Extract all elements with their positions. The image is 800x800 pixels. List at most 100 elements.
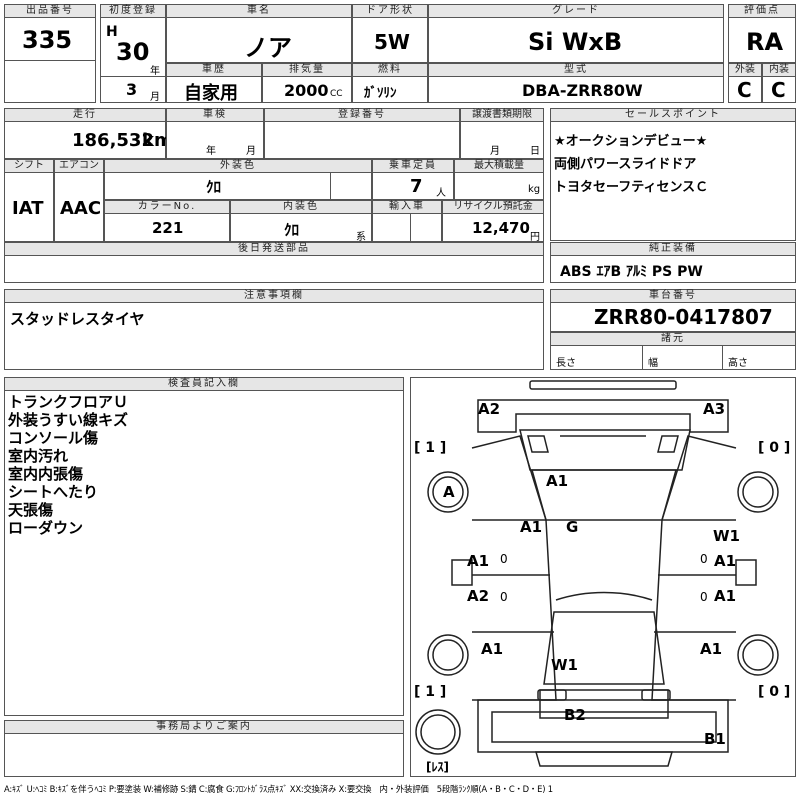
interior-unit: 系: [356, 232, 366, 243]
damage-rear-left: A2: [478, 400, 501, 418]
reg-year: 30: [116, 38, 150, 66]
grade-label: グレード: [428, 4, 724, 18]
interior-label: 内装色: [230, 200, 372, 214]
ext-grade: C: [737, 78, 752, 102]
regno-label: 登録番号: [264, 108, 460, 122]
sales-line: トヨタセーフティセンスＣ: [554, 180, 709, 195]
year-unit: 年: [150, 66, 160, 77]
history-label: 車歴: [166, 63, 262, 77]
model: DBA-ZRR80W: [522, 81, 643, 100]
lot-number: 335: [22, 26, 73, 54]
month-unit: 月: [150, 92, 160, 103]
shift-label: シフト: [4, 159, 54, 173]
inspector-line: コンソール傷: [8, 429, 99, 447]
transfer-label: 譲渡書類期限: [460, 108, 544, 122]
width-label: 幅: [648, 358, 658, 369]
damage-front-lip: B1: [704, 730, 726, 748]
damage-pillar: A1: [520, 518, 543, 536]
recycle-label: リサイクル預託金: [442, 200, 544, 214]
score-label: 評価点: [728, 4, 796, 18]
interior-color: ｸﾛ: [284, 221, 300, 239]
shift: IAT: [12, 198, 44, 219]
displacement-label: 排気量: [262, 63, 352, 77]
damage-windshield: W1: [551, 656, 578, 674]
tire-count-tr: [ 0 ]: [758, 440, 791, 456]
transfer-day-unit: 日: [530, 146, 540, 157]
damage-rear-right: A3: [703, 400, 726, 418]
int-label: 内装: [762, 63, 796, 77]
score: RA: [746, 28, 784, 56]
notes-label: 注意事項欄: [4, 289, 544, 303]
damage-wheel-rear-left: A: [443, 483, 455, 501]
lot-label: 出品番号: [4, 4, 96, 18]
damage-right-front-fender: A1: [700, 640, 723, 658]
inspector-notes: トランクフロアＵ 外装うすい線キズ コンソール傷 室内汚れ 室内内張傷 シートへ…: [8, 393, 128, 537]
chassis-label: 車台番号: [550, 289, 796, 303]
int-grade: C: [771, 78, 786, 102]
damage-glass: G: [566, 518, 579, 536]
door-type: 5W: [374, 30, 410, 54]
tire-right-val: 0: [700, 590, 708, 604]
damage-diagram: [410, 377, 796, 777]
length-label: 長さ: [556, 358, 576, 369]
fuel: ｶﾞｿﾘﾝ: [364, 86, 397, 101]
km-unit: km: [142, 130, 173, 151]
spec-label: 諸元: [550, 332, 796, 346]
insp-month-unit: 月: [246, 146, 256, 157]
inspector-line: 室内汚れ: [8, 447, 69, 465]
damage-front-bumper: B2: [564, 706, 586, 724]
damage-right-door-upper-1: W1: [713, 527, 740, 545]
import-label: 輸入車: [372, 200, 442, 214]
colorno: 221: [152, 219, 184, 237]
inspector-line: 外装うすい線キズ: [8, 411, 129, 429]
insp-year-unit: 年: [206, 146, 216, 157]
inspector-line: トランクフロアＵ: [8, 393, 129, 411]
tire-left-val: 0: [500, 590, 508, 604]
inspection-label: 車検: [166, 108, 264, 122]
door-label: ドア形状: [352, 4, 428, 18]
sales-box: [550, 121, 796, 241]
tire-right-val: 0: [700, 552, 708, 566]
color-label: 外装色: [104, 159, 372, 173]
grade: Si WxB: [528, 28, 623, 56]
era: H: [106, 24, 118, 40]
tire-left-val: 0: [500, 552, 508, 566]
ac: AAC: [60, 198, 102, 219]
load-unit: kg: [528, 184, 541, 195]
car-diagram: [415, 380, 779, 767]
tire-count-tl: [ 1 ]: [414, 440, 447, 456]
notes: スタッドレスタイヤ: [10, 310, 145, 328]
recycle-unit: 円: [530, 232, 540, 243]
capacity: 7: [410, 176, 423, 197]
tire-count-bl: [ 1 ]: [414, 684, 447, 700]
damage-right-door-upper-2: A1: [714, 552, 737, 570]
chassis-number: ZRR80-0417807: [594, 305, 773, 329]
equipment: ABS ｴｱB ｱﾙﾐ PS PW: [560, 264, 703, 280]
inspector-line: 室内内張傷: [8, 465, 84, 483]
damage-left-door-lower: A2: [467, 587, 490, 605]
fuel-label: 燃料: [352, 63, 428, 77]
damage-right-door-lower: A1: [714, 587, 737, 605]
inspector-label: 検査員記入欄: [4, 377, 404, 391]
model-label: 型式: [428, 63, 724, 77]
cc-unit: CC: [330, 89, 343, 99]
inspector-line: ローダウン: [8, 519, 84, 537]
recycle-fee: 12,470: [472, 219, 530, 237]
ext-label: 外装: [728, 63, 762, 77]
height-label: 高さ: [728, 358, 748, 369]
capacity-label: 乗車定員: [372, 159, 454, 173]
sales-label: セールスポイント: [550, 108, 796, 122]
first-reg-label: 初度登録: [100, 4, 166, 18]
reg-month: 3: [126, 80, 138, 99]
name-label: 車名: [166, 4, 352, 18]
capacity-unit: 人: [436, 188, 446, 199]
load-label: 最大積載量: [454, 159, 544, 173]
damage-roof: A1: [546, 472, 569, 490]
inspector-line: 天張傷: [8, 501, 54, 519]
tire-count-br: [ 0 ]: [758, 684, 791, 700]
office-label: 事務局よりご案内: [4, 720, 404, 734]
history: 自家用: [184, 83, 238, 104]
mileage-label: 走行: [4, 108, 166, 122]
mileage: 186,532: [72, 130, 154, 151]
sales-line: ★オークションデビュー★: [554, 134, 708, 149]
